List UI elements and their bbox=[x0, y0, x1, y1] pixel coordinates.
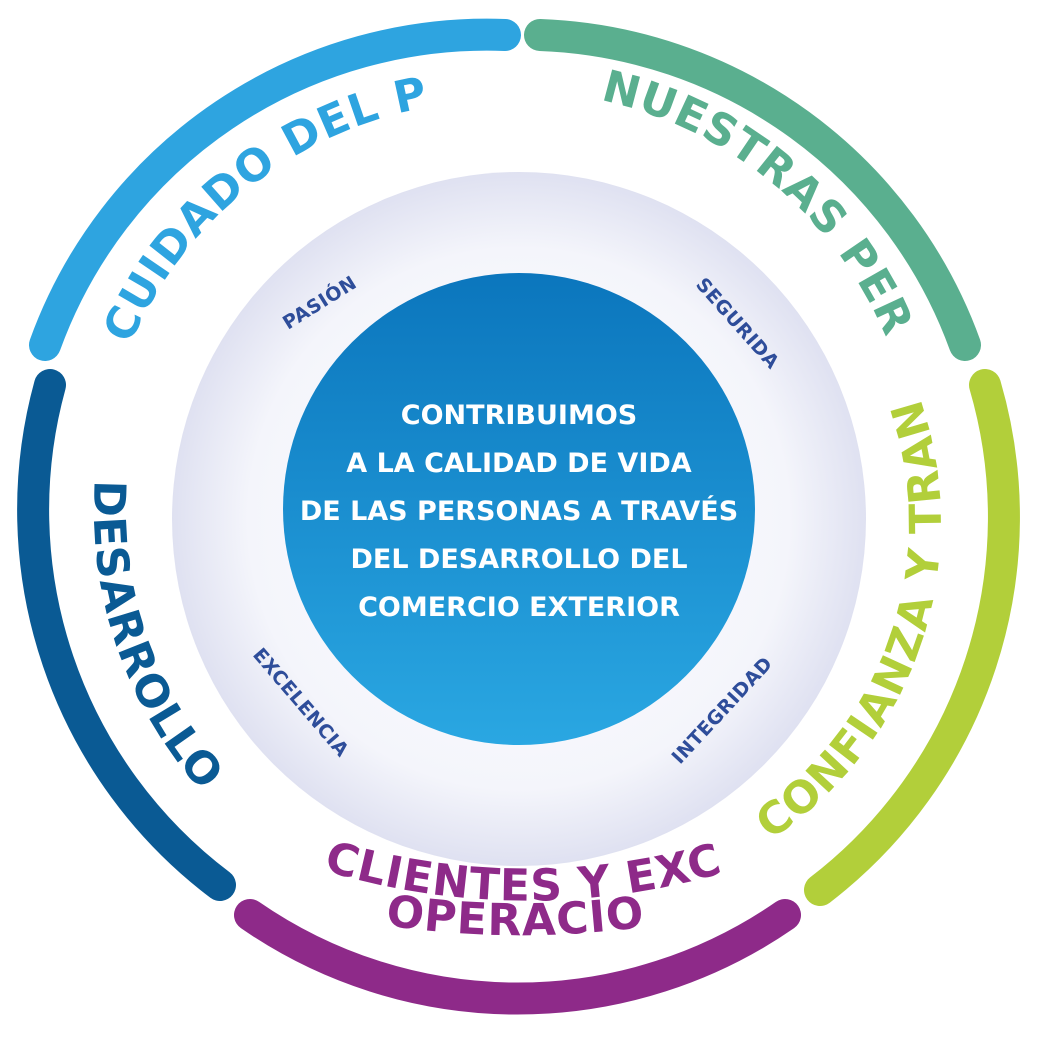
center-line-1: CONTRIBUIMOS bbox=[401, 400, 637, 431]
center-line-5: COMERCIO EXTERIOR bbox=[358, 592, 680, 623]
arc-nuestras-personas bbox=[524, 19, 981, 361]
center-line-2: A LA CALIDAD DE VIDA bbox=[346, 448, 691, 479]
arc-cuidado-del-planeta bbox=[29, 18, 521, 361]
arc-clientes-excelencia bbox=[234, 899, 801, 1015]
center-statement: CONTRIBUIMOS A LA CALIDAD DE VIDA DE LAS… bbox=[300, 400, 738, 623]
arc-confianza-transparencia bbox=[804, 369, 1020, 906]
center-line-4: DEL DESARROLLO DEL bbox=[350, 544, 687, 575]
center-line-3: DE LAS PERSONAS A TRAVÉS bbox=[300, 495, 738, 527]
arc-desarrollo-social bbox=[17, 369, 236, 901]
center-circle bbox=[283, 273, 755, 745]
